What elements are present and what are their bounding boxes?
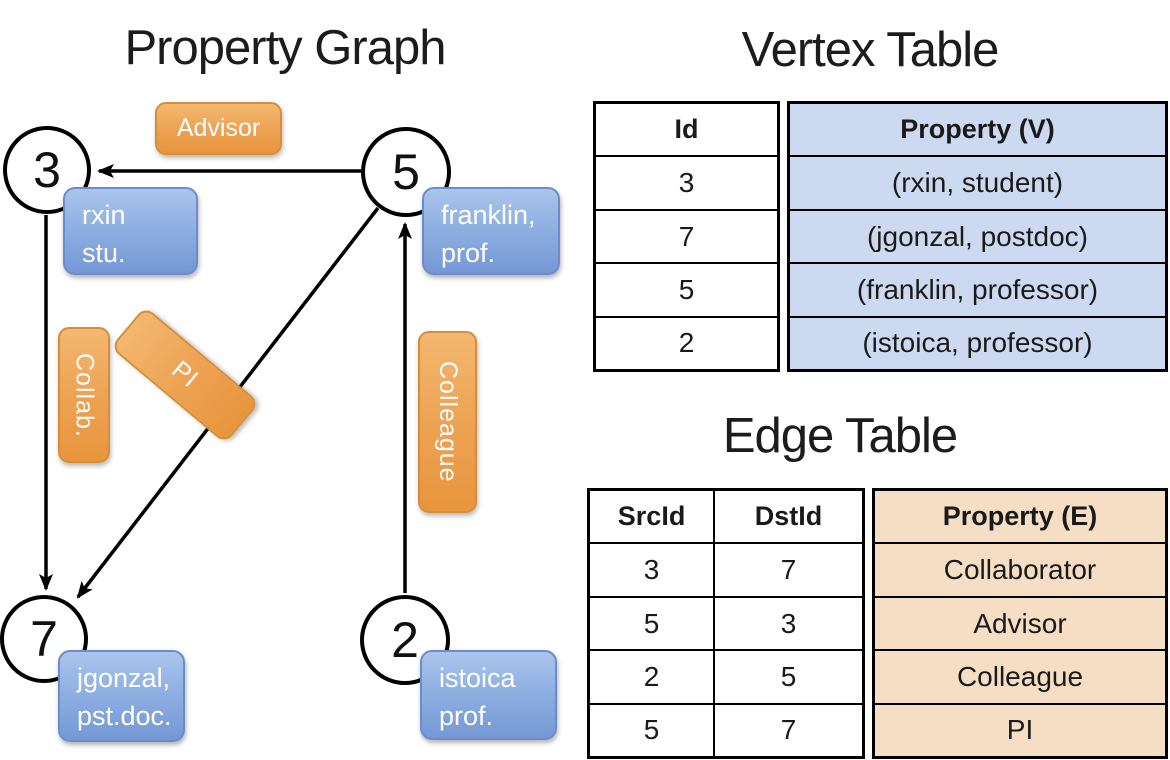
vertex-property-cell: (istoica, professor) xyxy=(790,317,1165,370)
edge-label-text: Colleague xyxy=(434,361,462,483)
edge-table-property-column: Property (E) Collaborator Advisor Collea… xyxy=(872,488,1168,759)
table-row: Collaborator xyxy=(875,542,1165,596)
edge-dstid-cell: 5 xyxy=(780,660,797,692)
vertex-label-istoica: istoica prof. xyxy=(420,650,557,740)
graph-node-5: 5 xyxy=(361,127,451,217)
vertex-label-line: rxin xyxy=(82,200,126,230)
edge-property-cell: Colleague xyxy=(875,651,1165,703)
table-row: (istoica, professor) xyxy=(790,315,1165,370)
edge-dstid-cell: 7 xyxy=(780,714,797,746)
vertex-table-id-header: Id xyxy=(674,114,699,145)
edge-table-title: Edge Table xyxy=(722,409,958,463)
table-row: Colleague xyxy=(875,649,1165,703)
vertex-property-cell: (franklin, professor) xyxy=(790,264,1165,316)
table-row: Advisor xyxy=(875,595,1165,650)
node-id-label: 2 xyxy=(391,612,419,668)
table-row: 3 xyxy=(596,155,777,208)
edge-label-text: Advisor xyxy=(176,114,261,142)
vertex-property-cell: (jgonzal, postdoc) xyxy=(790,210,1165,263)
table-row: (rxin, student) xyxy=(790,155,1165,209)
table-row: 3 7 xyxy=(590,542,862,596)
node-id-label: 3 xyxy=(33,142,61,198)
edge-srcid-cell: 5 xyxy=(590,704,716,757)
vertex-label-line: istoica xyxy=(439,663,516,693)
vertex-id-cell: 2 xyxy=(678,327,695,359)
graph-node-2: 2 xyxy=(360,595,450,685)
edge-property-cell: Advisor xyxy=(875,597,1165,650)
edge-label-colleague: Colleague xyxy=(418,331,477,513)
vertex-label-rxin: rxin stu. xyxy=(63,187,198,275)
table-row: 5 3 xyxy=(590,595,862,650)
edge-table-property-header: Property (E) xyxy=(875,491,1165,543)
vertex-id-cell: 3 xyxy=(678,167,695,199)
table-row: 2 5 xyxy=(590,649,862,703)
vertex-label-line: prof. xyxy=(439,701,494,732)
edge-table-id-columns: SrcId DstId 3 7 5 3 2 5 5 7 xyxy=(587,488,865,759)
vertex-label-line: jgonzal, xyxy=(77,663,171,693)
vertex-table-id-column: Id 3 7 5 2 xyxy=(593,101,780,372)
vertex-table-property-header: Property (V) xyxy=(790,104,1165,156)
vertex-label-line: pst.doc. xyxy=(77,701,172,732)
vertex-table-property-column: Property (V) (rxin, student) (jgonzal, p… xyxy=(787,101,1168,372)
property-graph-title: Property Graph xyxy=(124,21,447,75)
edge-table-dstid-header: DstId xyxy=(754,501,823,532)
edge-label-text: PI xyxy=(166,355,205,394)
table-row: 2 xyxy=(596,315,777,369)
vertex-property-cell: (rxin, student) xyxy=(790,157,1165,209)
table-row: 5 xyxy=(596,262,777,315)
edge-srcid-cell: 2 xyxy=(590,651,716,703)
table-row: 7 xyxy=(596,208,777,262)
node-id-label: 7 xyxy=(30,611,58,667)
vertex-id-cell: 5 xyxy=(678,273,695,305)
table-row: (franklin, professor) xyxy=(790,262,1165,316)
vertex-label-line: franklin, xyxy=(441,200,536,230)
edge-srcid-cell: 5 xyxy=(590,597,716,650)
edge-property-cell: PI xyxy=(875,704,1165,757)
node-id-label: 5 xyxy=(392,144,420,200)
edge-label-advisor: Advisor xyxy=(155,102,282,155)
table-row: (jgonzal, postdoc) xyxy=(790,208,1165,263)
edge-table-srcid-header: SrcId xyxy=(590,491,716,543)
vertex-label-jgonzal: jgonzal, pst.doc. xyxy=(58,650,185,742)
edge-srcid-cell: 3 xyxy=(590,544,716,596)
vertex-label-line: stu. xyxy=(82,238,126,269)
vertex-label-franklin: franklin, prof. xyxy=(422,187,560,275)
vertex-table-title: Vertex Table xyxy=(741,23,1000,77)
edge-dstid-cell: 7 xyxy=(780,554,797,586)
vertex-id-cell: 7 xyxy=(678,220,695,252)
table-row: PI xyxy=(875,702,1165,757)
edge-label-text: Collab. xyxy=(70,352,99,438)
property-graph-panel: Property Graph 3 5 7 2 rxin stu. frankli… xyxy=(0,0,570,760)
edge-label-collab: Collab. xyxy=(58,327,110,463)
edge-dstid-cell: 3 xyxy=(780,607,797,639)
vertex-label-line: prof. xyxy=(441,238,496,269)
table-row: 5 7 xyxy=(590,702,862,757)
edge-property-cell: Collaborator xyxy=(875,544,1165,596)
